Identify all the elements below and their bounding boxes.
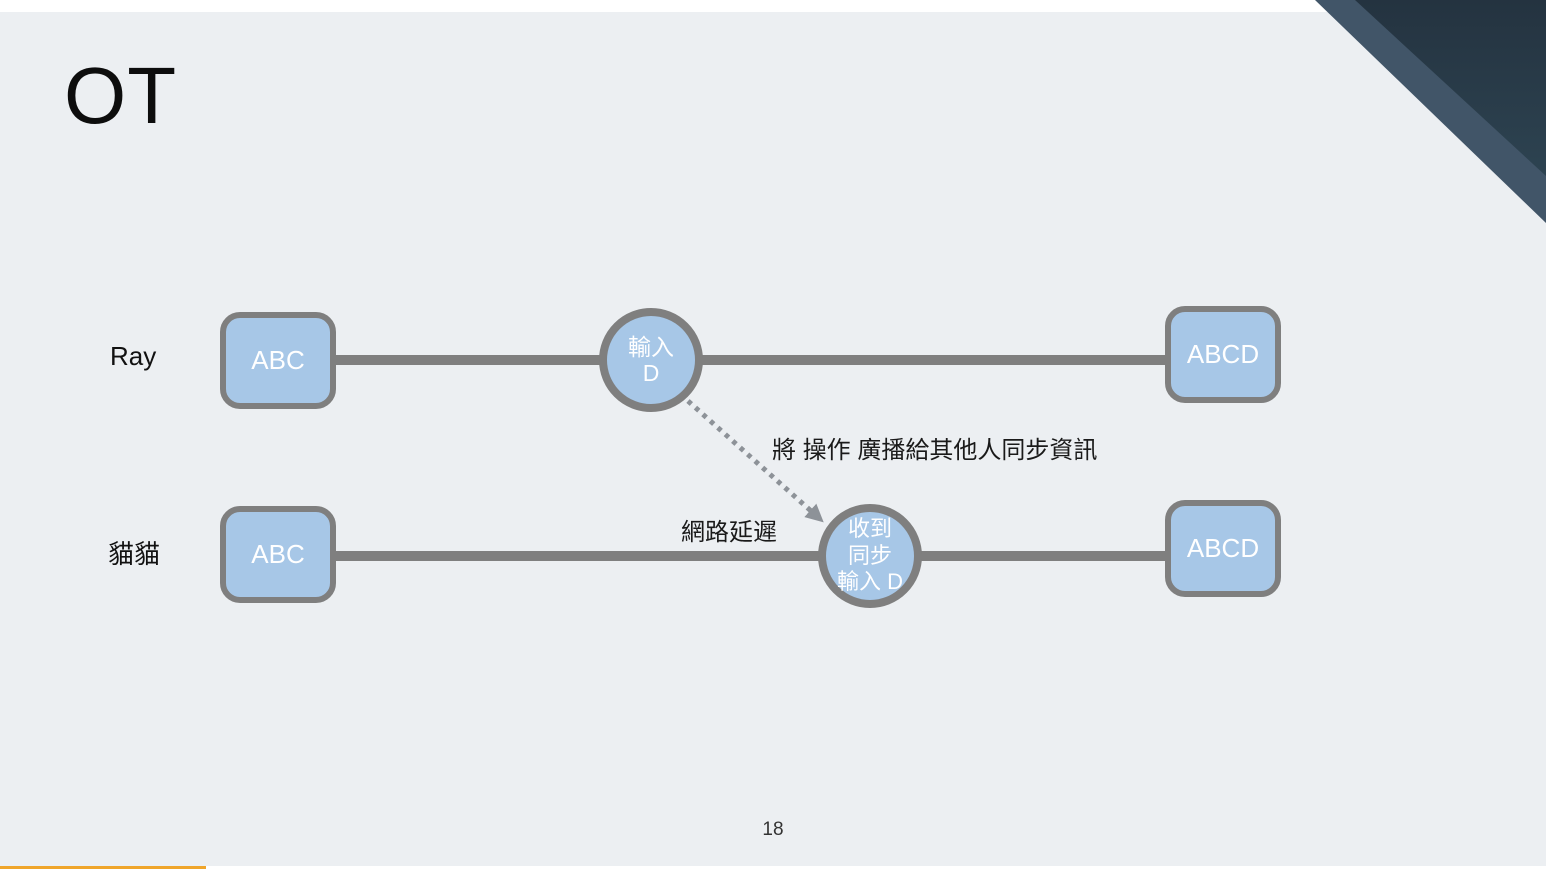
event-circle-input-d: 輸入 D <box>599 308 703 412</box>
actor-label-ray: Ray <box>110 341 157 371</box>
event-circle-line: 輸入 <box>628 333 674 360</box>
event-circle-line: 輸入 D <box>836 569 903 595</box>
actor-label-cat: 貓貓 <box>108 539 161 569</box>
event-circle-line: 同步 <box>847 542 892 568</box>
annotation-broadcast: 將 操作 廣播給其他人同步資訊 <box>772 437 1098 464</box>
timeline-ray <box>336 355 1165 365</box>
state-box-ray-end: ABCD <box>1165 306 1281 403</box>
state-box-ray-start: ABC <box>220 312 336 409</box>
slide-title: OT <box>64 51 178 140</box>
page-number: 18 <box>762 819 784 840</box>
state-box-label: ABC <box>251 539 305 569</box>
corner-triangle-decoration <box>1315 0 1546 223</box>
state-box-label: ABCD <box>1186 533 1260 563</box>
event-circle-line: D <box>642 360 660 386</box>
event-circle-receive-sync: 收到 同步 輸入 D <box>818 504 922 608</box>
timeline-cat <box>336 551 1165 561</box>
annotation-network-delay: 網路延遲 <box>681 519 777 546</box>
state-box-label: ABC <box>251 345 305 375</box>
event-circle-line: 收到 <box>847 516 892 542</box>
accent-bar <box>0 866 206 869</box>
state-box-cat-start: ABC <box>220 506 336 603</box>
state-box-cat-end: ABCD <box>1165 500 1281 597</box>
state-box-label: ABCD <box>1186 339 1260 369</box>
